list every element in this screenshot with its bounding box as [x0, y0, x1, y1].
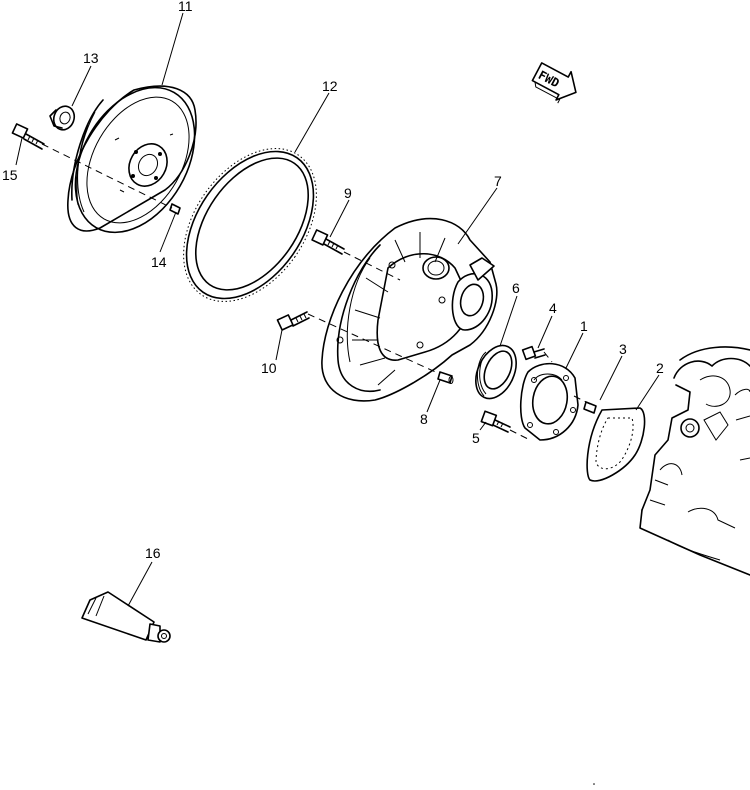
callout-2: 2	[656, 360, 664, 376]
ring-gear[interactable]	[156, 124, 344, 326]
gasket[interactable]	[586, 407, 646, 482]
flywheel[interactable]	[51, 66, 219, 253]
flywheel-bolt[interactable]	[11, 123, 45, 150]
bolt-5[interactable]	[480, 410, 511, 433]
callout-16: 16	[145, 545, 161, 561]
assembly-centerlines	[41, 143, 591, 441]
callout-5: 5	[472, 430, 480, 446]
callout-7: 7	[494, 173, 502, 189]
callout-4: 4	[549, 300, 557, 316]
callout-12: 12	[322, 78, 338, 94]
callout-numbers: 11 13 12 15 14 9 7 6 4 1 3 2 10 8 5 16	[2, 0, 664, 561]
callout-11: 11	[178, 0, 193, 14]
pilot-bearing[interactable]	[49, 103, 78, 132]
sealant-tube[interactable]	[81, 591, 171, 643]
housing-bolt-10[interactable]	[276, 311, 310, 331]
dowel-pin-8[interactable]	[437, 371, 454, 384]
callout-9: 9	[344, 185, 352, 201]
callout-14: 14	[151, 254, 167, 270]
callout-15: 15	[2, 167, 18, 183]
bolt-4[interactable]	[521, 345, 546, 361]
callout-8: 8	[420, 411, 428, 427]
stray-dot	[593, 783, 595, 785]
dowel-pin-14[interactable]	[169, 203, 181, 215]
seal-retainer-plate[interactable]	[519, 362, 579, 441]
dowel-pin-3[interactable]	[583, 401, 597, 414]
callout-3: 3	[619, 341, 627, 357]
callout-10: 10	[261, 360, 277, 376]
callout-1: 1	[580, 318, 588, 334]
oil-seal[interactable]	[468, 339, 524, 405]
callout-13: 13	[83, 50, 99, 66]
flywheel-housing[interactable]	[321, 217, 498, 402]
callout-6: 6	[512, 280, 520, 296]
housing-bolt-9[interactable]	[311, 229, 345, 255]
engine-block	[639, 346, 750, 576]
leader-lines	[15, 12, 660, 607]
fwd-arrow-icon: FWD	[531, 62, 577, 104]
